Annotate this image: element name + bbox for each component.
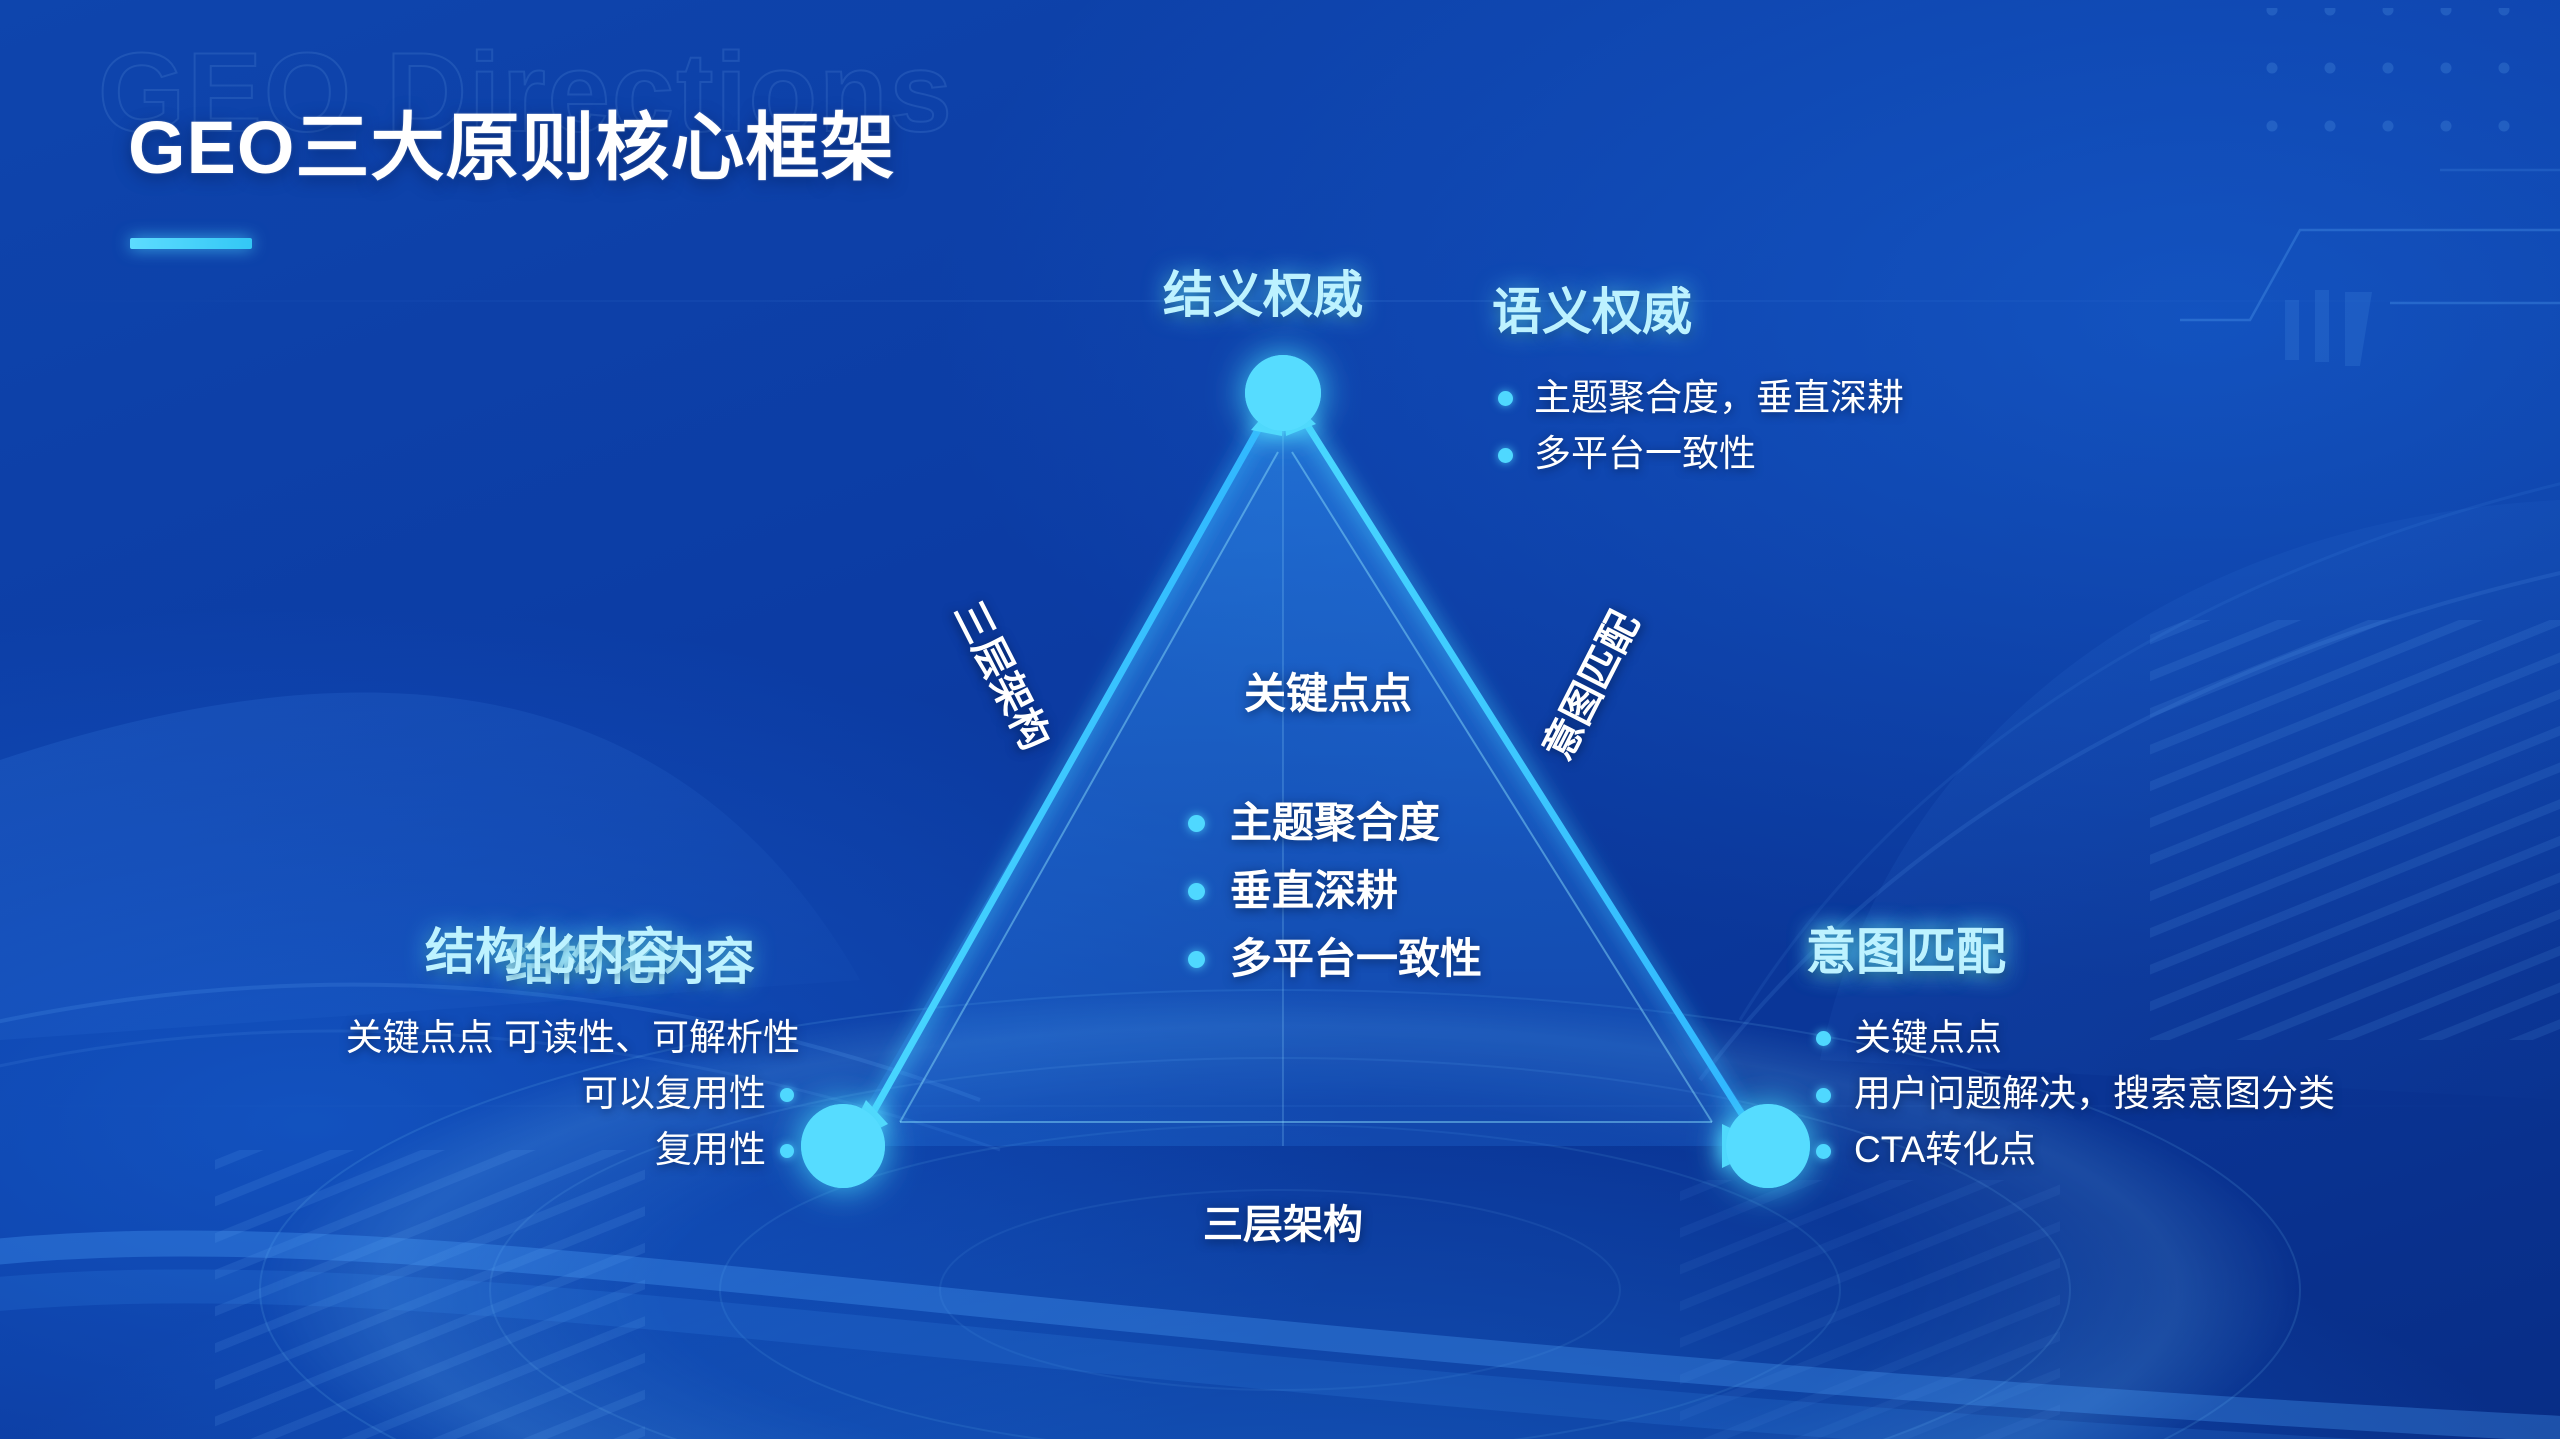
- panel-intent-list: 关键点点 用户问题解决，搜索意图分类 CTA转化点: [1806, 1010, 2526, 1179]
- panel-structured-content: 结构化内容 关键点点 可读性、可解析性 可以复用性 复用性: [180, 912, 800, 1179]
- list-item: 多平台一致性: [1492, 426, 2112, 482]
- page-title-block: GEO Directions GEO三大原则核心框架: [97, 29, 953, 195]
- page-title: GEO三大原则核心框架: [128, 106, 896, 189]
- list-item: 主题聚合度，垂直深耕: [1492, 370, 2112, 426]
- list-item: 关键点点: [1806, 1010, 2526, 1066]
- panel-semantic-list: 主题聚合度，垂直深耕 多平台一致性: [1492, 370, 2112, 482]
- panel-structure-list: 关键点点 可读性、可解析性 可以复用性 复用性: [180, 1010, 800, 1179]
- list-item: 可以复用性: [180, 1066, 800, 1122]
- list-item: CTA转化点: [1806, 1122, 2526, 1178]
- list-item: 用户问题解决，搜索意图分类: [1806, 1066, 2526, 1122]
- panel-title-semantic: 语义权威: [1492, 284, 1692, 340]
- list-item: 复用性: [180, 1122, 800, 1178]
- panel-intent-matching: 意图匹配 关键点点 用户问题解决，搜索意图分类 CTA转化点: [1806, 912, 2526, 1179]
- panel-title-intent: 意图匹配: [1806, 924, 2006, 980]
- title-underline-accent: [130, 238, 252, 249]
- panel-semantic-authority: 语义权威 主题聚合度，垂直深耕 多平台一致性: [1492, 272, 2112, 482]
- list-item: 关键点点 可读性、可解析性: [345, 1017, 800, 1058]
- panel-title-structure: 结构化内容: [425, 924, 675, 980]
